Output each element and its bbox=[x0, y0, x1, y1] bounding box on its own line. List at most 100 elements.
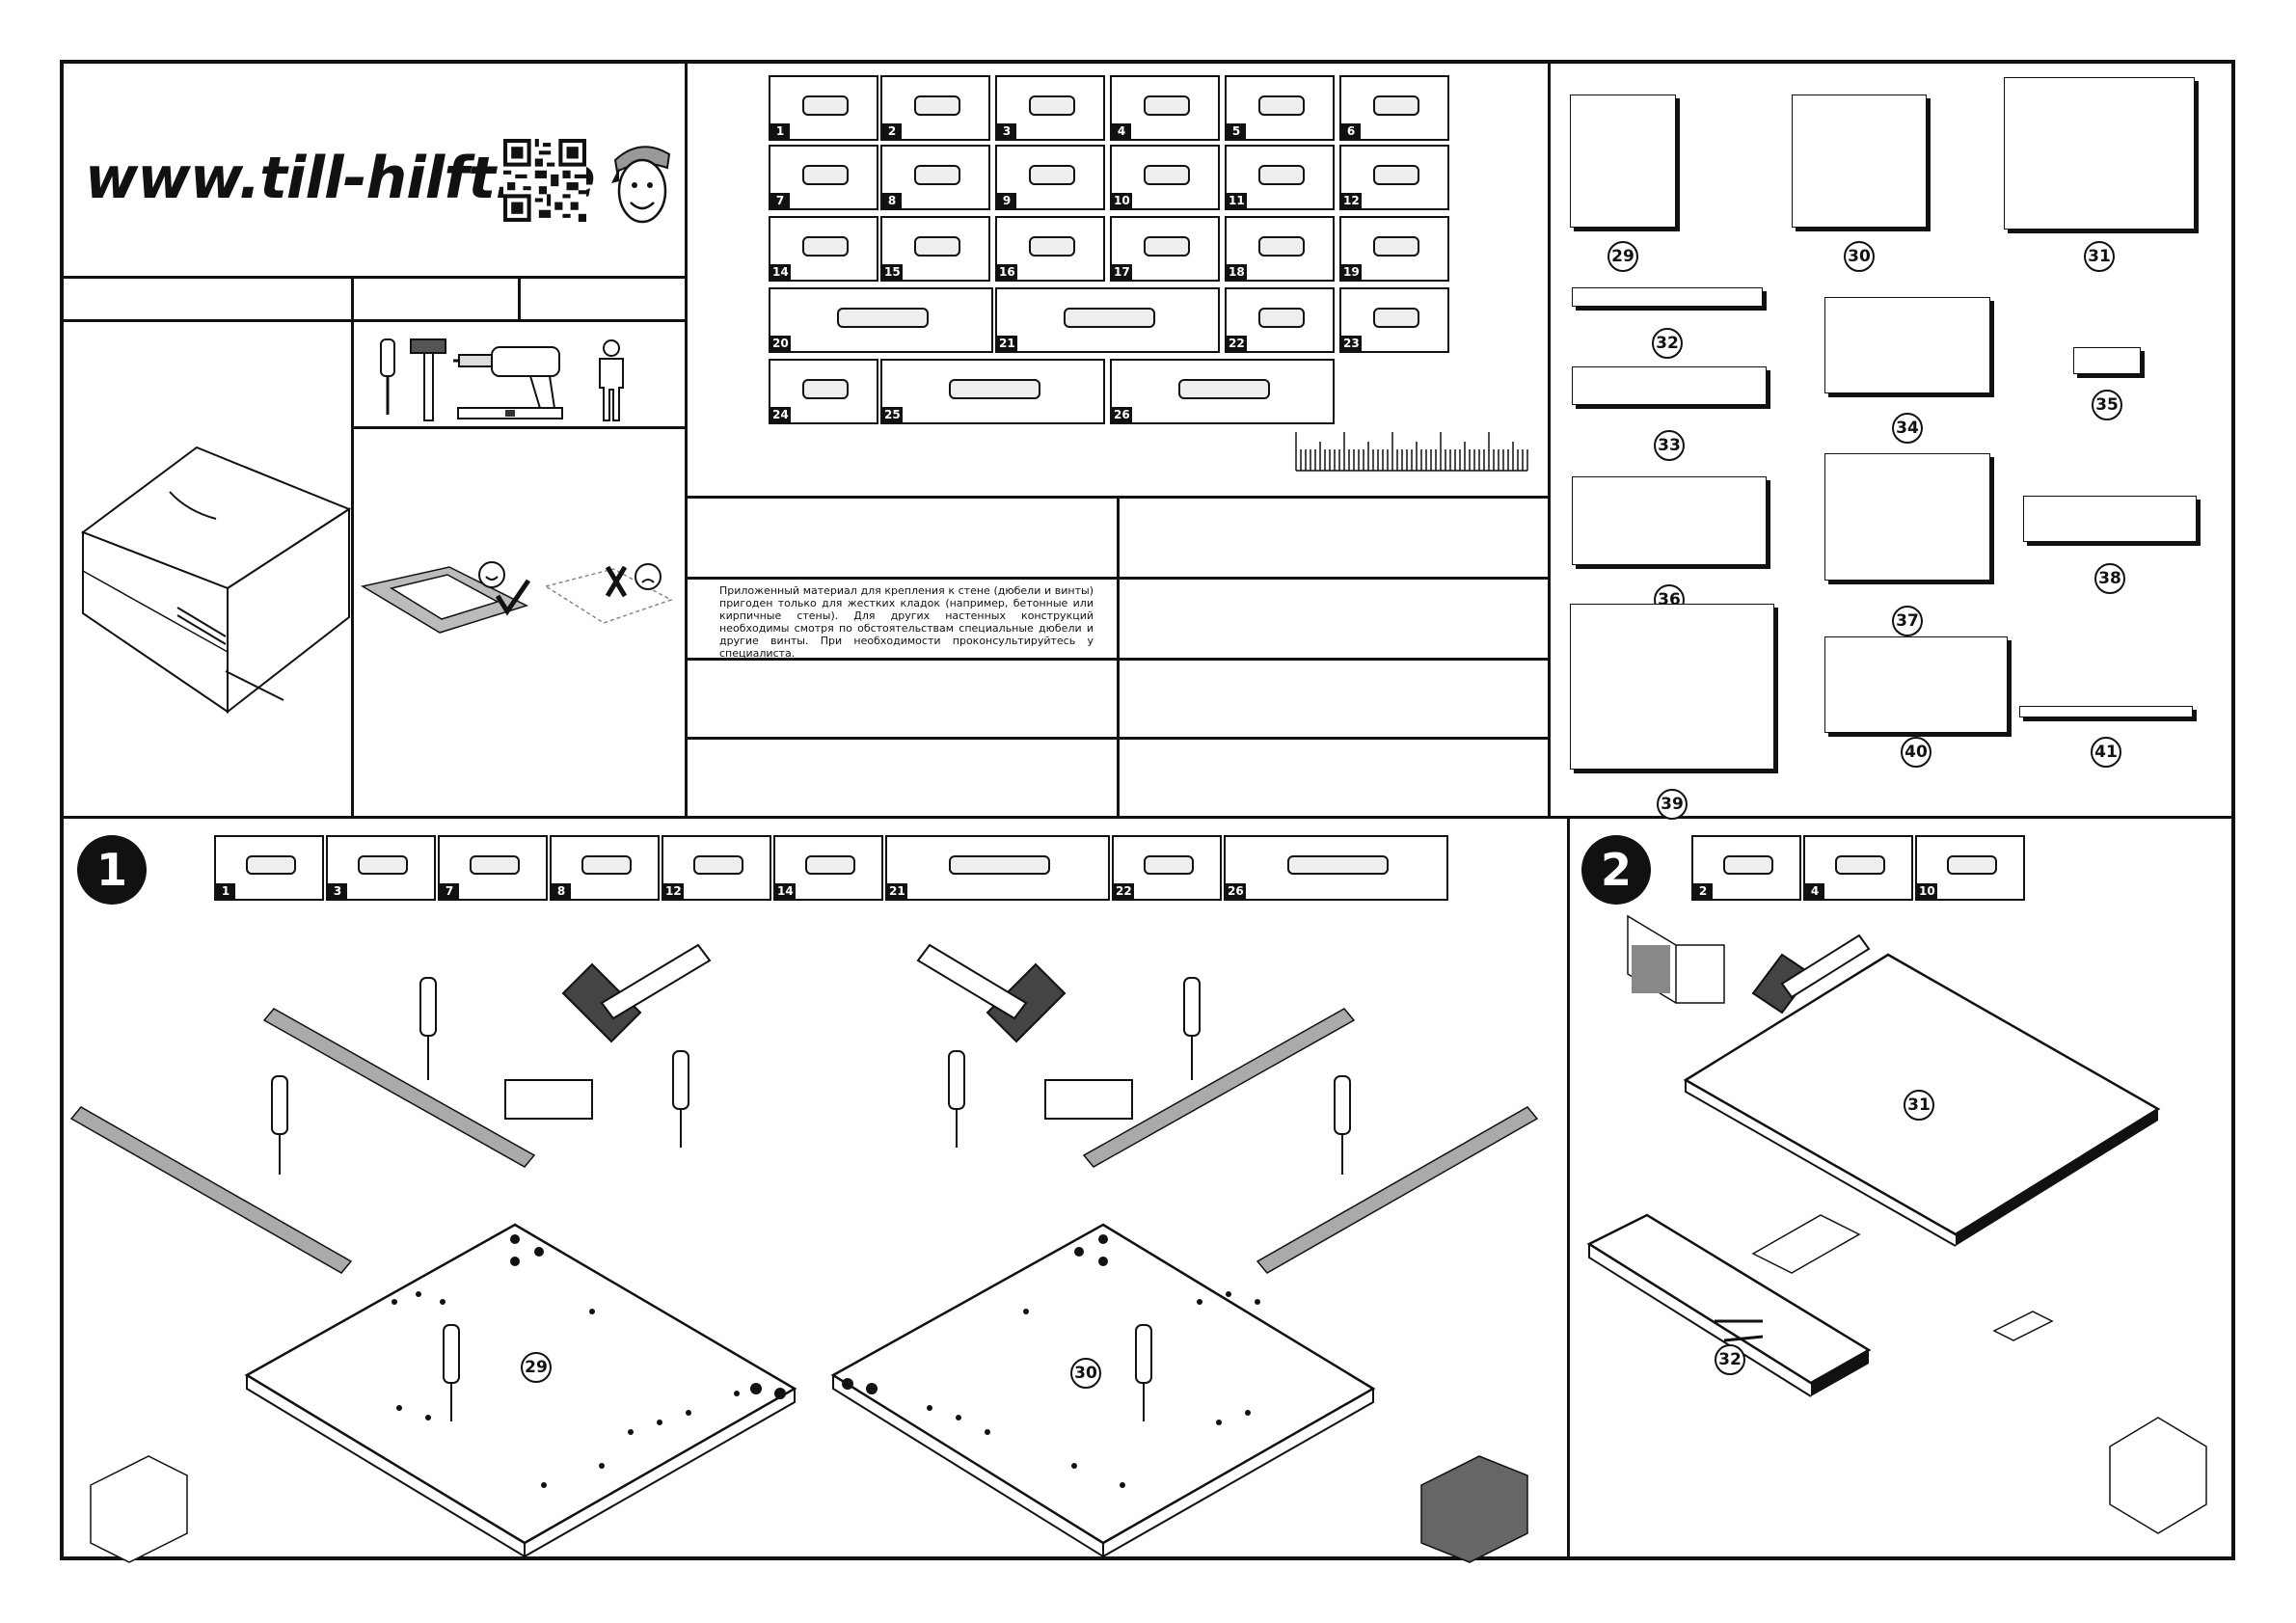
part-number: 4 bbox=[1805, 883, 1824, 899]
divider bbox=[1567, 818, 1570, 1558]
part-number: 5 bbox=[1227, 123, 1246, 139]
hardware-part-20: 20 bbox=[769, 287, 993, 353]
step-part-2: 2 bbox=[1691, 835, 1801, 901]
part-number: 26 bbox=[1112, 407, 1132, 422]
divider bbox=[351, 276, 354, 816]
divider bbox=[62, 816, 2233, 819]
panel-part-35 bbox=[2073, 347, 2141, 374]
divider bbox=[351, 426, 685, 429]
instruction-sheet-frame bbox=[60, 60, 2235, 1560]
drill-icon bbox=[453, 346, 560, 416]
hardware-part-2: 2 bbox=[880, 75, 990, 141]
divider bbox=[685, 658, 1548, 661]
step-part-14: 14 bbox=[773, 835, 883, 901]
screwdriver-icon bbox=[380, 338, 395, 415]
part-number: 1 bbox=[770, 123, 790, 139]
panel-callout: 39 bbox=[1657, 789, 1688, 820]
panel-part-31 bbox=[2004, 77, 2195, 230]
panel-callout: 31 bbox=[2084, 241, 2115, 272]
divider bbox=[62, 319, 685, 322]
hardware-part-25: 25 bbox=[880, 359, 1105, 424]
qr-code-icon bbox=[503, 139, 586, 222]
step-part-10: 10 bbox=[1915, 835, 2025, 901]
ruler bbox=[1295, 432, 1528, 472]
hardware-part-8: 8 bbox=[880, 145, 990, 210]
part-number: 2 bbox=[882, 123, 902, 139]
part-number: 22 bbox=[1227, 336, 1247, 351]
part-number: 4 bbox=[1112, 123, 1131, 139]
part-number: 8 bbox=[882, 193, 902, 208]
divider bbox=[685, 62, 688, 818]
hardware-part-1: 1 bbox=[769, 75, 878, 141]
panel-callout: 35 bbox=[2092, 390, 2122, 420]
part-number: 10 bbox=[1917, 883, 1937, 899]
step-part-7: 7 bbox=[438, 835, 548, 901]
panel-callout: 32 bbox=[1652, 328, 1683, 359]
divider bbox=[1117, 496, 1120, 818]
part-number: 21 bbox=[887, 883, 907, 899]
hardware-part-5: 5 bbox=[1225, 75, 1335, 141]
floor-protection-illustration bbox=[361, 561, 673, 634]
panel-callout: 29 bbox=[1607, 241, 1638, 272]
hardware-part-17: 17 bbox=[1110, 216, 1220, 282]
hardware-part-10: 10 bbox=[1110, 145, 1220, 210]
panel-callout: 32 bbox=[1715, 1344, 1745, 1375]
part-number: 8 bbox=[552, 883, 571, 899]
panel-part-34 bbox=[1824, 297, 1990, 393]
panel-callout: 30 bbox=[1844, 241, 1875, 272]
divider bbox=[685, 496, 1548, 499]
step-part-21: 21 bbox=[885, 835, 1110, 901]
panel-part-41 bbox=[2019, 706, 2193, 717]
hardware-part-3: 3 bbox=[995, 75, 1105, 141]
panel-callout: 37 bbox=[1892, 606, 1923, 636]
panel-part-39 bbox=[1570, 604, 1774, 770]
step-number: 1 bbox=[77, 835, 147, 905]
hardware-part-23: 23 bbox=[1339, 287, 1449, 353]
hardware-part-12: 12 bbox=[1339, 145, 1449, 210]
part-number: 16 bbox=[997, 264, 1017, 280]
part-number: 26 bbox=[1226, 883, 1246, 899]
part-number: 14 bbox=[775, 883, 796, 899]
panel-callout: 31 bbox=[1904, 1090, 1934, 1121]
part-number: 22 bbox=[1114, 883, 1134, 899]
hardware-part-22: 22 bbox=[1225, 287, 1335, 353]
part-number: 7 bbox=[440, 883, 459, 899]
hardware-part-11: 11 bbox=[1225, 145, 1335, 210]
step-part-22: 22 bbox=[1112, 835, 1222, 901]
part-number: 3 bbox=[997, 123, 1016, 139]
divider bbox=[518, 276, 521, 319]
part-number: 15 bbox=[882, 264, 903, 280]
panel-part-37 bbox=[1824, 453, 1990, 581]
part-number: 2 bbox=[1693, 883, 1713, 899]
hardware-part-18: 18 bbox=[1225, 216, 1335, 282]
hardware-part-15: 15 bbox=[880, 216, 990, 282]
part-number: 23 bbox=[1341, 336, 1362, 351]
panel-part-30 bbox=[1792, 95, 1927, 228]
mascot-icon bbox=[611, 146, 671, 224]
hardware-part-24: 24 bbox=[769, 359, 878, 424]
part-number: 14 bbox=[770, 264, 791, 280]
level-icon bbox=[457, 407, 563, 419]
divider bbox=[685, 737, 1548, 740]
part-number: 25 bbox=[882, 407, 903, 422]
part-number: 18 bbox=[1227, 264, 1247, 280]
panel-part-33 bbox=[1572, 366, 1767, 405]
hammer-icon bbox=[410, 338, 446, 421]
panel-callout: 30 bbox=[1070, 1358, 1101, 1389]
part-number: 3 bbox=[328, 883, 347, 899]
part-number: 10 bbox=[1112, 193, 1132, 208]
wall-mounting-notice: Приложенный материал для крепления к сте… bbox=[719, 584, 1094, 660]
part-number: 1 bbox=[216, 883, 235, 899]
hardware-part-16: 16 bbox=[995, 216, 1105, 282]
part-number: 12 bbox=[1341, 193, 1362, 208]
hardware-part-4: 4 bbox=[1110, 75, 1220, 141]
part-number: 11 bbox=[1227, 193, 1247, 208]
step-1-assembly-drawing bbox=[69, 943, 1539, 1563]
step-2-assembly-drawing bbox=[1586, 914, 2207, 1534]
panel-callout: 40 bbox=[1901, 737, 1931, 768]
cabinet-icon bbox=[80, 446, 352, 715]
hardware-part-7: 7 bbox=[769, 145, 878, 210]
hardware-part-26: 26 bbox=[1110, 359, 1335, 424]
hardware-part-19: 19 bbox=[1339, 216, 1449, 282]
panel-part-36 bbox=[1572, 476, 1767, 565]
